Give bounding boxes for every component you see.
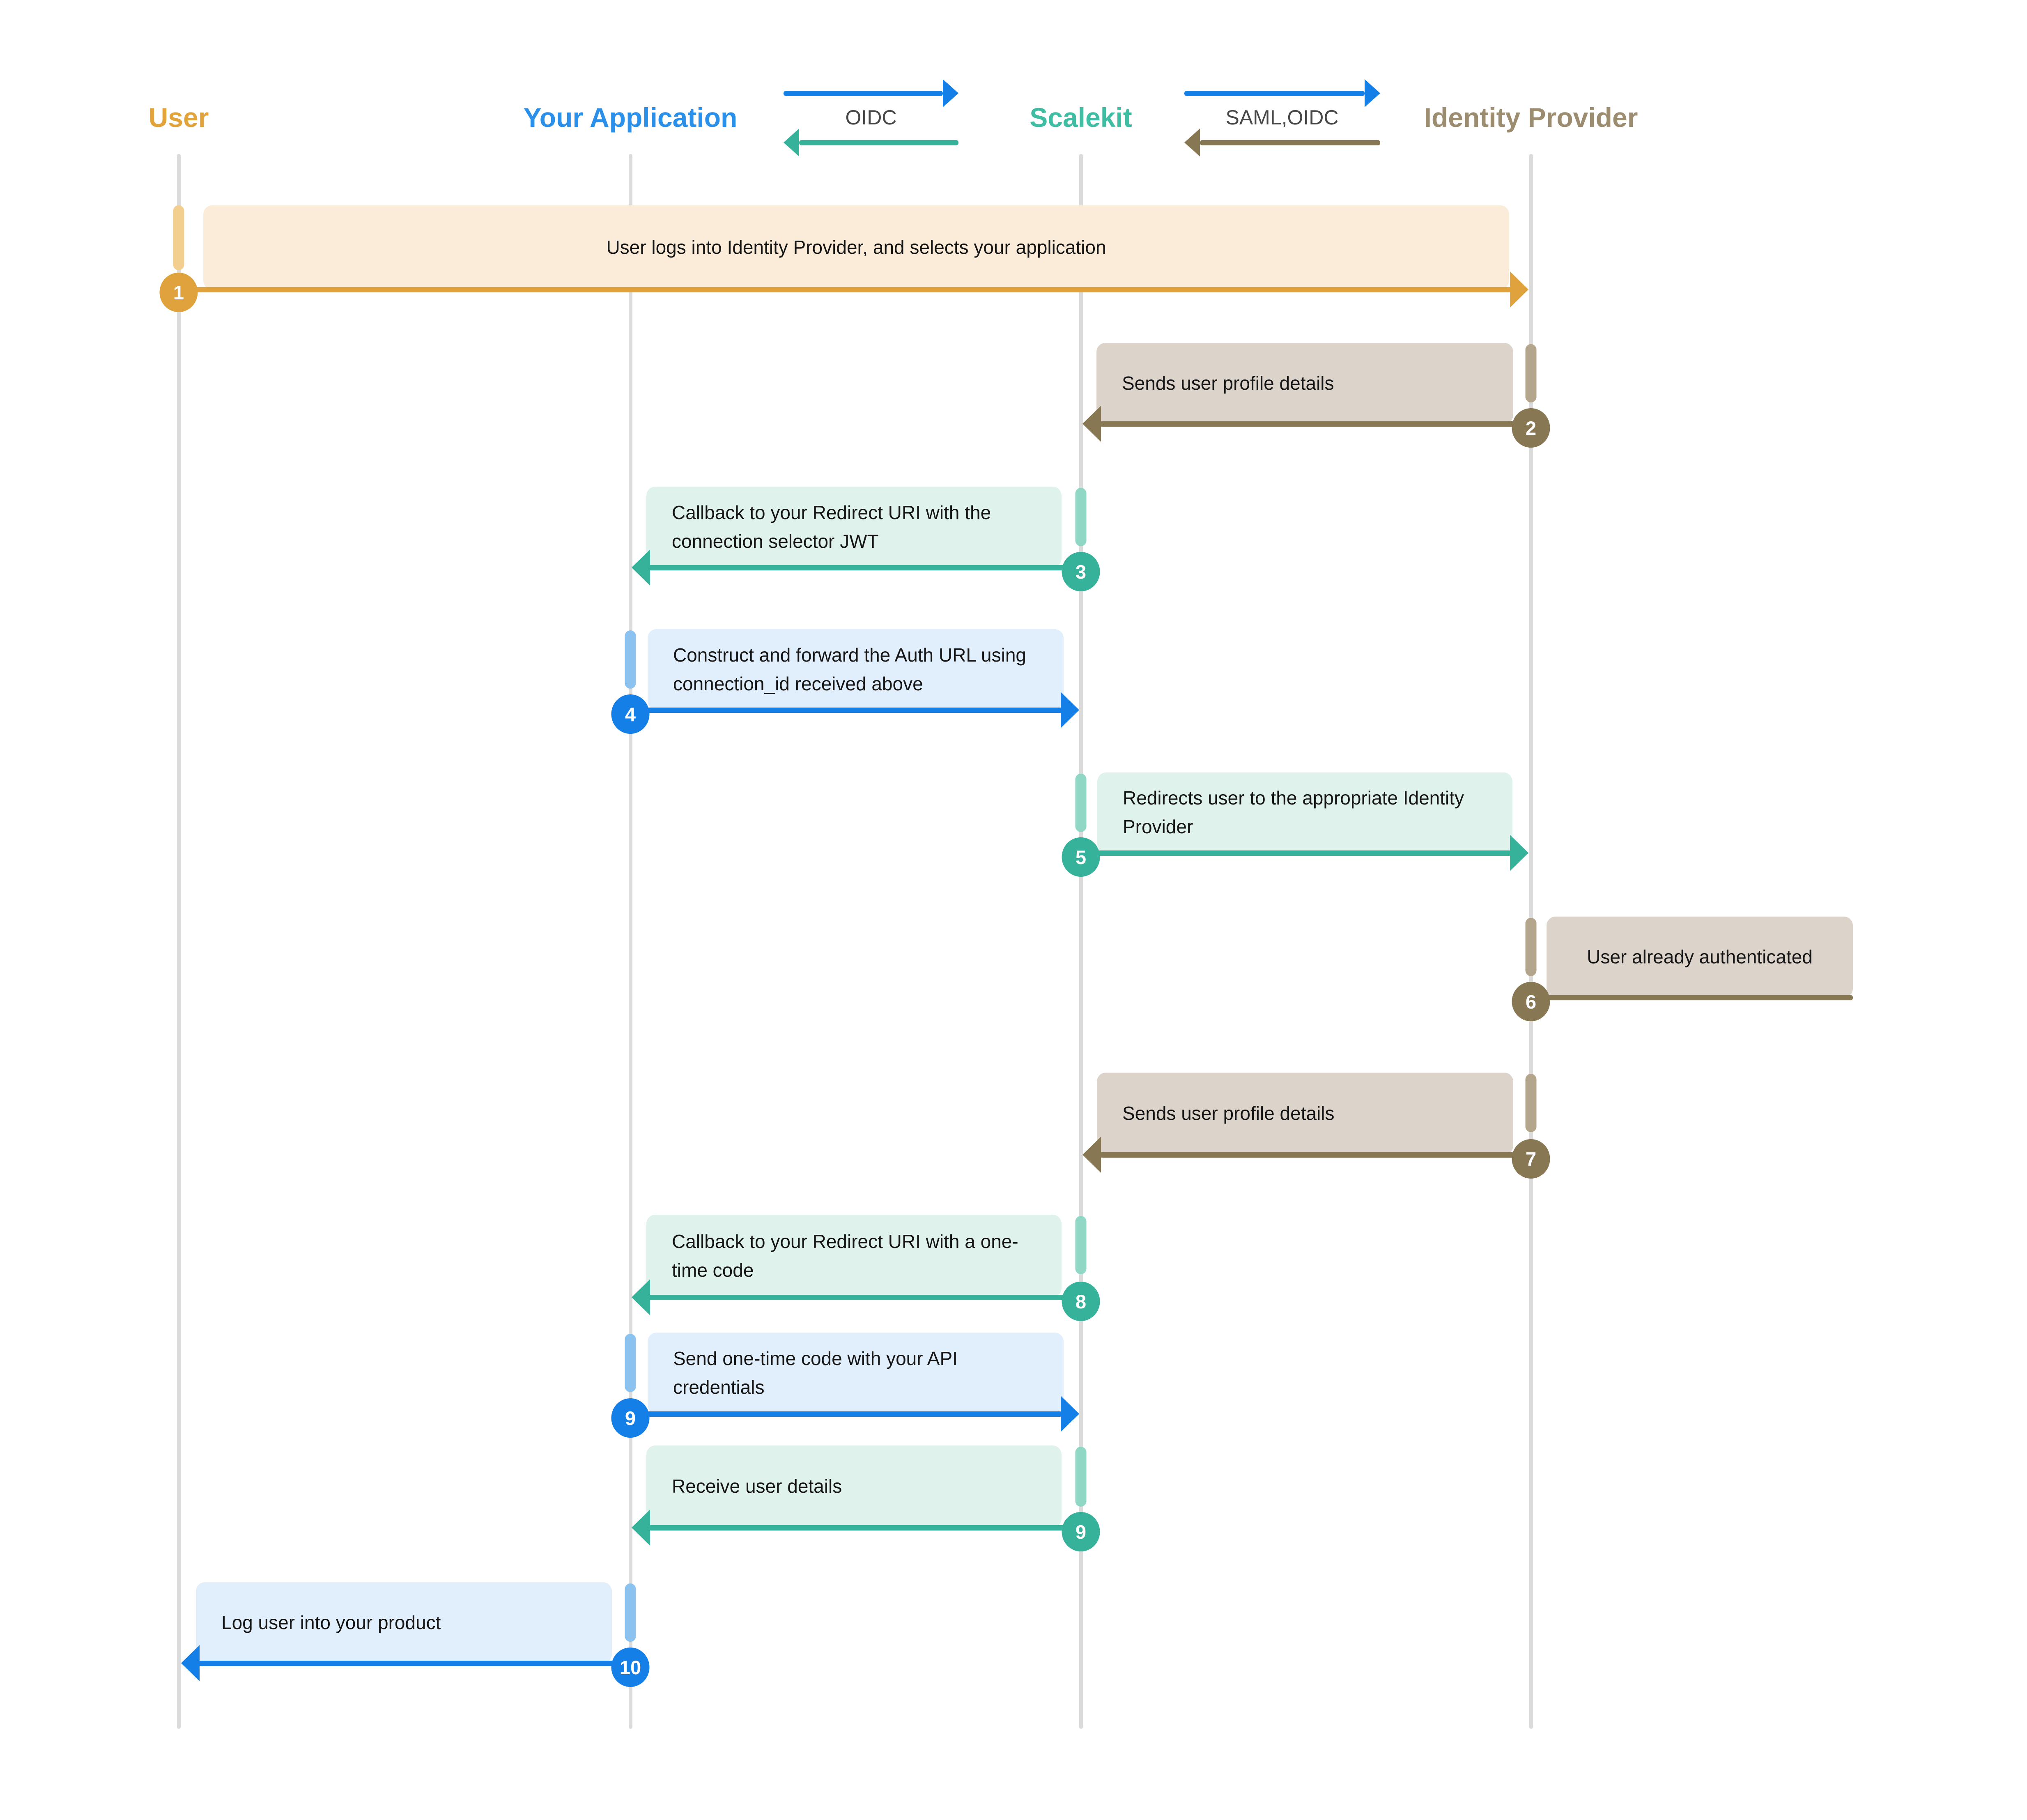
activation-bar [1525, 918, 1537, 976]
actor-scalekit-label: Scalekit [1030, 102, 1132, 133]
arrowhead-right-icon [1061, 1396, 1079, 1432]
activation-bar [1075, 488, 1087, 546]
arrowhead-right-icon [1510, 835, 1528, 871]
lifeline-scalekit [1079, 154, 1083, 1729]
arrowhead-right-icon [943, 79, 958, 107]
message-arrow [648, 1294, 1081, 1300]
lifeline-user [177, 154, 181, 1729]
message-box-step-9: Send one-time code with your API credent… [648, 1333, 1064, 1414]
message-box-step-9: Receive user details [646, 1445, 1062, 1528]
lifeline-your-application [629, 154, 632, 1729]
actor-your-application-label: Your Application [523, 102, 738, 133]
arrowhead-left-icon [1082, 406, 1101, 442]
arrowhead-right-icon [1061, 692, 1079, 728]
message-arrow [179, 287, 1512, 292]
step-number-badge: 5 [1062, 837, 1100, 877]
legend-protocol-label: OIDC [845, 106, 897, 129]
step-number-badge: 3 [1062, 552, 1100, 591]
activation-bar [1525, 344, 1537, 402]
message-arrow [1099, 421, 1531, 427]
step-number-badge: 2 [1512, 408, 1550, 448]
arrowhead-left-icon [784, 129, 799, 156]
message-box-step-1: User logs into Identity Provider, and se… [203, 205, 1509, 290]
step-number-badge: 6 [1512, 982, 1550, 1021]
legend-arrow-line [784, 90, 943, 96]
message-arrow [630, 707, 1062, 713]
activation-bar [1075, 774, 1087, 832]
arrowhead-left-icon [181, 1645, 200, 1681]
arrowhead-left-icon [1082, 1137, 1101, 1173]
message-arrow [630, 1411, 1062, 1417]
step-number-badge: 4 [611, 694, 650, 734]
message-arrow [648, 565, 1081, 570]
activation-bar [173, 205, 184, 270]
message-arrow [1081, 850, 1512, 856]
step-number-badge: 9 [611, 1398, 650, 1438]
arrowhead-left-icon [632, 549, 650, 586]
activation-bar [1075, 1216, 1087, 1274]
arrowhead-right-icon [1510, 271, 1528, 308]
activation-bar [1075, 1447, 1087, 1507]
activation-bar [625, 1583, 636, 1642]
message-line [1531, 995, 1853, 1000]
message-arrow [198, 1660, 630, 1666]
step-number-badge: 1 [159, 273, 198, 312]
message-box-step-2: Sends user profile details [1096, 343, 1513, 424]
message-arrow [648, 1525, 1081, 1530]
activation-bar [625, 630, 636, 689]
message-arrow [1099, 1152, 1531, 1158]
legend-arrow-line [1184, 90, 1365, 96]
message-box-step-5: Redirects user to the appropriate Identi… [1097, 772, 1512, 853]
step-number-badge: 9 [1062, 1512, 1100, 1551]
arrowhead-left-icon [1184, 129, 1200, 156]
activation-bar [625, 1334, 636, 1392]
arrowhead-right-icon [1365, 79, 1380, 107]
step-number-badge: 10 [611, 1648, 650, 1687]
message-box-step-6: User already authenticated [1547, 917, 1853, 997]
message-box-step-3: Callback to your Redirect URI with the c… [646, 487, 1062, 568]
arrowhead-left-icon [632, 1510, 650, 1546]
legend-protocol-label: SAML,OIDC [1225, 106, 1339, 129]
message-box-step-10: Log user into your product [196, 1582, 612, 1663]
actor-identity-provider-label: Identity Provider [1424, 102, 1638, 133]
message-box-step-8: Callback to your Redirect URI with a one… [646, 1215, 1062, 1297]
step-number-badge: 8 [1062, 1282, 1100, 1321]
legend-arrow-line [799, 140, 958, 145]
message-box-step-4: Construct and forward the Auth URL using… [648, 629, 1064, 710]
actor-user-label: User [148, 102, 209, 133]
activation-bar [1525, 1074, 1537, 1132]
arrowhead-left-icon [632, 1279, 650, 1315]
legend-arrow-line [1200, 140, 1380, 145]
message-box-step-7: Sends user profile details [1097, 1073, 1513, 1155]
step-number-badge: 7 [1512, 1139, 1550, 1179]
